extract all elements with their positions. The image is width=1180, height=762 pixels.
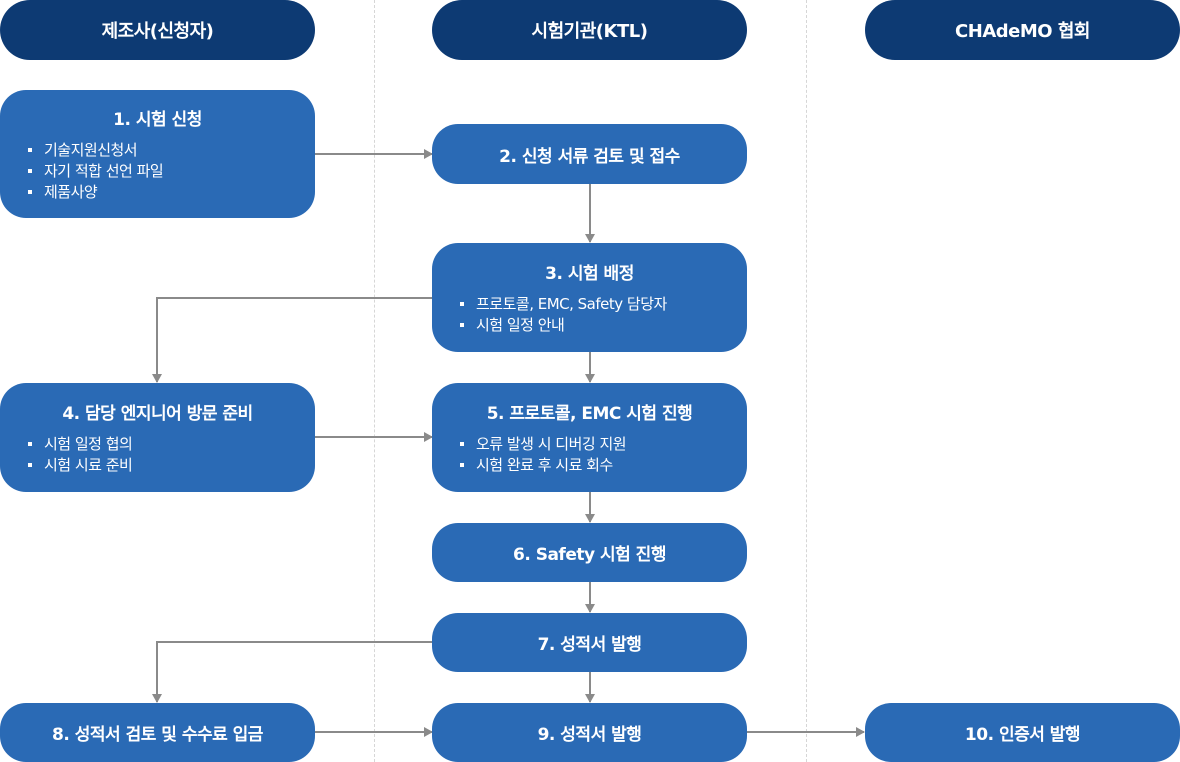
step-8-report-review-fee: 8. 성적서 검토 및 수수료 입금	[0, 703, 315, 762]
step-title: 2. 신청 서류 검토 및 접수	[499, 146, 680, 167]
step-title: 7. 성적서 발행	[537, 635, 642, 655]
step-item-list: 기술지원신청서 자기 적합 선언 파일 제품사양	[0, 140, 315, 203]
step-3-test-assignment: 3. 시험 배정 프로토콜, EMC, Safety 담당자 시험 일정 안내	[432, 243, 747, 352]
step-4-engineer-visit-prep: 4. 담당 엔지니어 방문 준비 시험 일정 협의 시험 시료 준비	[0, 383, 315, 492]
step-title: 3. 시험 배정	[545, 264, 634, 284]
step-1-test-application: 1. 시험 신청 기술지원신청서 자기 적합 선언 파일 제품사양	[0, 90, 315, 218]
step-list-item: 기술지원신청서	[28, 140, 315, 161]
step-list-item: 시험 일정 안내	[460, 315, 747, 336]
step-item-list: 프로토콜, EMC, Safety 담당자 시험 일정 안내	[432, 294, 747, 336]
step-list-item: 제품사양	[28, 182, 315, 203]
step-item-list: 오류 발생 시 디버깅 지원 시험 완료 후 시료 회수	[432, 434, 747, 476]
lane-divider	[374, 0, 375, 762]
connector-7-to-8	[152, 641, 432, 703]
step-item-list: 시험 일정 협의 시험 시료 준비	[0, 434, 315, 476]
step-7-report-issue: 7. 성적서 발행	[432, 613, 747, 672]
step-6-safety-test: 6. Safety 시험 진행	[432, 523, 747, 582]
lane-header-ktl: 시험기관(KTL)	[432, 0, 747, 60]
step-5-protocol-emc-test: 5. 프로토콜, EMC 시험 진행 오류 발생 시 디버깅 지원 시험 완료 …	[432, 383, 747, 492]
step-title: 9. 성적서 발행	[537, 725, 642, 745]
step-title: 8. 성적서 검토 및 수수료 입금	[52, 725, 263, 745]
step-list-item: 자기 적합 선언 파일	[28, 161, 315, 182]
step-title: 6. Safety 시험 진행	[513, 545, 666, 565]
step-list-item: 시험 시료 준비	[28, 455, 315, 476]
lane-divider	[806, 0, 807, 762]
step-list-item: 프로토콜, EMC, Safety 담당자	[460, 294, 747, 315]
step-9-report-issue: 9. 성적서 발행	[432, 703, 747, 762]
step-title: 1. 시험 신청	[113, 110, 202, 130]
step-2-document-review: 2. 신청 서류 검토 및 접수	[432, 124, 747, 184]
step-list-item: 시험 완료 후 시료 회수	[460, 455, 747, 476]
lane-header-chademo: CHAdeMO 협회	[865, 0, 1180, 60]
step-10-certificate-issue: 10. 인증서 발행	[865, 703, 1180, 762]
lane-header-manufacturer: 제조사(신청자)	[0, 0, 315, 60]
step-list-item: 오류 발생 시 디버깅 지원	[460, 434, 747, 455]
connector-3-to-4	[152, 297, 432, 383]
step-title: 5. 프로토콜, EMC 시험 진행	[486, 404, 693, 424]
step-list-item: 시험 일정 협의	[28, 434, 315, 455]
step-title: 10. 인증서 발행	[964, 725, 1081, 745]
step-title: 4. 담당 엔지니어 방문 준비	[62, 404, 253, 424]
